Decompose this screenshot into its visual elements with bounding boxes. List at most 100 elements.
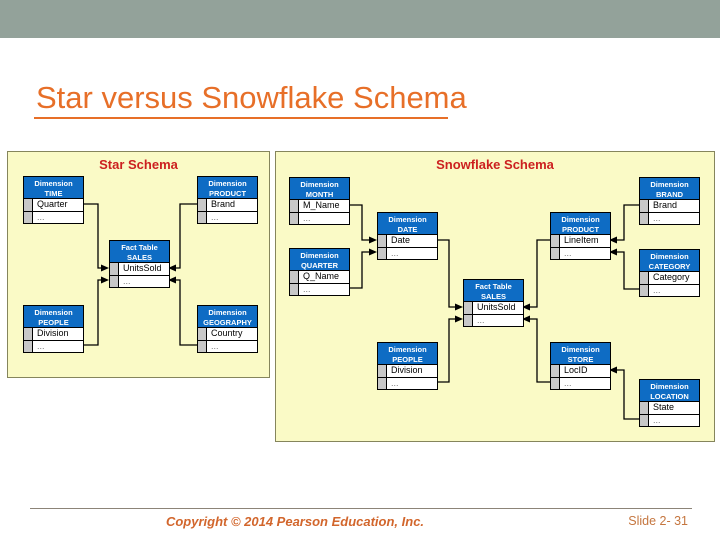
- table-row: UnitsSold: [464, 302, 523, 314]
- key-cell: [24, 199, 33, 211]
- key-cell: [640, 402, 649, 414]
- field-name: ...: [653, 285, 661, 295]
- key-cell: [24, 212, 33, 223]
- key-cell: [198, 199, 207, 211]
- key-cell: [24, 328, 33, 340]
- key-cell: [551, 235, 560, 247]
- table-row: ...: [290, 283, 349, 295]
- field-name: Q_Name: [303, 271, 340, 281]
- relation-arrow-time-to-sales: [82, 203, 109, 272]
- field-name: Division: [37, 328, 69, 338]
- snowflake-relations-canvas: [348, 204, 639, 420]
- table-row: Brand: [198, 199, 257, 211]
- field-name: State: [653, 402, 675, 412]
- table-row: Brand: [640, 200, 699, 212]
- table-row: Division: [24, 328, 83, 340]
- field-name: LocID: [564, 365, 588, 375]
- table-row: ...: [198, 211, 257, 223]
- key-cell: [640, 415, 649, 426]
- relation-arrow-product-to-sales: [168, 203, 197, 272]
- key-cell: [24, 341, 33, 352]
- key-cell: [640, 200, 649, 212]
- key-cell: [198, 212, 207, 223]
- table-row: State: [640, 402, 699, 414]
- key-cell: [198, 341, 207, 352]
- table-row: ...: [378, 377, 437, 389]
- key-cell: [110, 263, 119, 275]
- field-name: Brand: [653, 200, 678, 210]
- key-cell: [640, 285, 649, 296]
- table-row: ...: [110, 275, 169, 287]
- key-cell: [464, 315, 473, 326]
- key-cell: [378, 365, 387, 377]
- table-row: ...: [290, 212, 349, 224]
- relation-arrow-quarter-to-date: [348, 248, 377, 289]
- field-name: Division: [391, 365, 423, 375]
- table-row: ...: [24, 340, 83, 352]
- field-name: Quarter: [37, 199, 68, 209]
- table-row: UnitsSold: [110, 263, 169, 275]
- field-name: Category: [653, 272, 690, 282]
- table-row: ...: [198, 340, 257, 352]
- title-underline: [34, 117, 448, 119]
- field-name: UnitsSold: [477, 302, 516, 312]
- relation-arrow-people-to-sales: [436, 315, 463, 383]
- copyright-text: Copyright © 2014 Pearson Education, Inc.: [165, 514, 425, 529]
- star-schema-title: Star Schema: [99, 157, 178, 172]
- field-name: ...: [303, 213, 311, 223]
- relation-arrow-location-to-store: [609, 366, 639, 420]
- relation-arrow-product-to-sales: [522, 239, 550, 311]
- field-name: ...: [564, 248, 572, 258]
- star-relations-canvas: [82, 203, 197, 346]
- table-row: LineItem: [551, 235, 610, 247]
- slide-number: Slide 2- 31: [628, 514, 688, 528]
- key-cell: [640, 213, 649, 224]
- key-cell: [551, 378, 560, 389]
- field-name: ...: [123, 276, 131, 286]
- table-row: Division: [378, 365, 437, 377]
- relation-arrow-date-to-sales: [436, 239, 463, 311]
- field-name: Country: [211, 328, 243, 338]
- table-row: ...: [464, 314, 523, 326]
- table-row: Quarter: [24, 199, 83, 211]
- table-row: ...: [640, 414, 699, 426]
- key-cell: [290, 284, 299, 295]
- field-name: ...: [37, 341, 45, 351]
- field-name: ...: [303, 284, 311, 294]
- field-name: ...: [564, 378, 572, 388]
- key-cell: [378, 235, 387, 247]
- table-row: Country: [198, 328, 257, 340]
- snowflake-schema-title: Snowflake Schema: [436, 157, 554, 172]
- key-cell: [378, 248, 387, 259]
- key-cell: [290, 271, 299, 283]
- field-name: Date: [391, 235, 411, 245]
- relation-arrow-month-to-date: [348, 204, 377, 244]
- key-cell: [198, 328, 207, 340]
- relation-arrow-brand-to-product: [609, 204, 639, 244]
- table-row: Category: [640, 272, 699, 284]
- key-cell: [378, 378, 387, 389]
- table-row: Date: [378, 235, 437, 247]
- field-name: M_Name: [303, 200, 340, 210]
- slide-top-bar: [0, 0, 720, 38]
- field-name: ...: [391, 248, 399, 258]
